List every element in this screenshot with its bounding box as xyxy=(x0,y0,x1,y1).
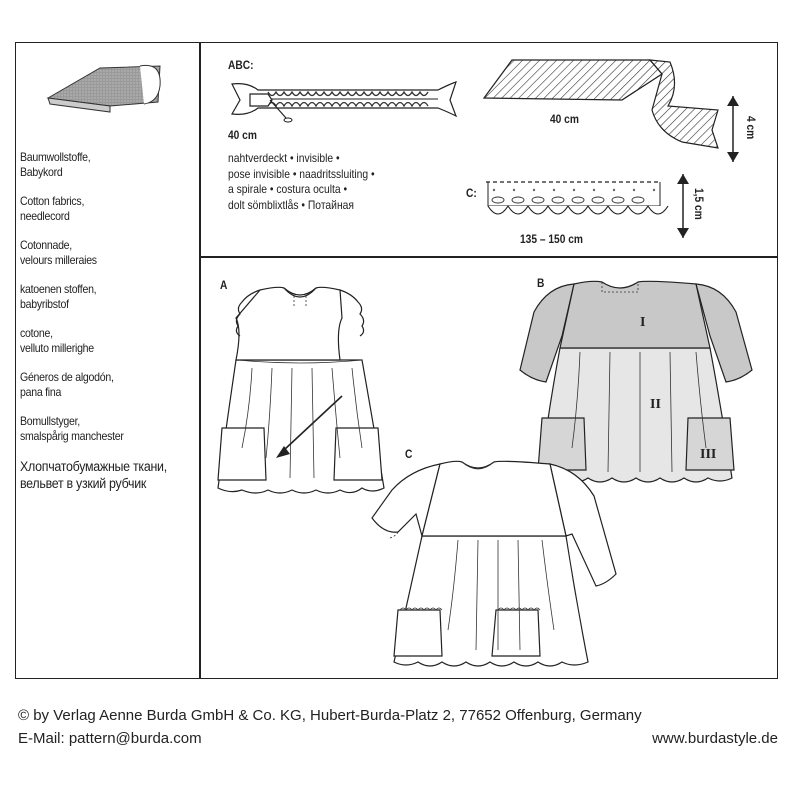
zipper-description: nahtverdeckt • invisible • pose invisibl… xyxy=(228,151,375,212)
zipper-length: 40 cm xyxy=(228,128,257,142)
bias-tape-length: 40 cm xyxy=(550,112,579,126)
view-a-label: A xyxy=(220,278,228,292)
skirt-piece-label: II xyxy=(650,397,661,412)
pattern-frame xyxy=(15,42,778,679)
column-divider xyxy=(199,42,201,679)
pocket-piece-label: III xyxy=(700,447,716,462)
fabric-es: Géneros de algodón,pana fina xyxy=(20,370,114,399)
invisible-zipper-icon xyxy=(231,81,458,123)
bias-tape-width: 4 cm xyxy=(744,116,758,140)
zipper-views-label: ABC: xyxy=(228,58,254,72)
fabric-en: Cotton fabrics,needlecord xyxy=(20,194,85,223)
lace-width-arrow xyxy=(677,174,689,238)
bias-tape-width-arrow xyxy=(727,96,739,162)
fabric-bolt-icon xyxy=(46,64,161,113)
email-line[interactable]: E-Mail: pattern@burda.com xyxy=(18,730,202,747)
fabric-ru: Хлопчатобумажные ткани,вельвет в узкий р… xyxy=(20,459,167,491)
fabric-fr: Cotonnade,velours milleraies xyxy=(20,238,97,267)
fabric-sv: Bomullstyger,smalspårig manchester xyxy=(20,414,124,443)
dress-b-illustration: I II III xyxy=(519,280,753,483)
lace-view-label: C: xyxy=(466,186,477,200)
row-divider xyxy=(199,256,778,258)
fabric-de: Baumwollstoffe,Babykord xyxy=(20,150,91,179)
dress-c-illustration xyxy=(371,460,617,667)
view-b-label: B xyxy=(537,276,545,290)
dress-a-illustration xyxy=(217,286,385,494)
fabric-recommendations: Baumwollstoffe,Babykord Cotton fabrics,n… xyxy=(20,150,196,506)
view-c-label: C xyxy=(405,447,413,461)
lace-width: 1,5 cm xyxy=(692,188,706,220)
fabric-it: cotone,velluto millerighe xyxy=(20,326,94,355)
scalloped-lace-icon xyxy=(486,181,669,215)
yoke-piece-label: I xyxy=(640,315,645,330)
lace-length: 135 – 150 cm xyxy=(520,232,583,246)
fabric-nl: katoenen stoffen,babyribstof xyxy=(20,282,97,311)
website-link[interactable]: www.burdastyle.de xyxy=(652,730,778,747)
bias-tape-icon xyxy=(482,59,719,149)
copyright-line: © by Verlag Aenne Burda GmbH & Co. KG, H… xyxy=(18,707,642,724)
